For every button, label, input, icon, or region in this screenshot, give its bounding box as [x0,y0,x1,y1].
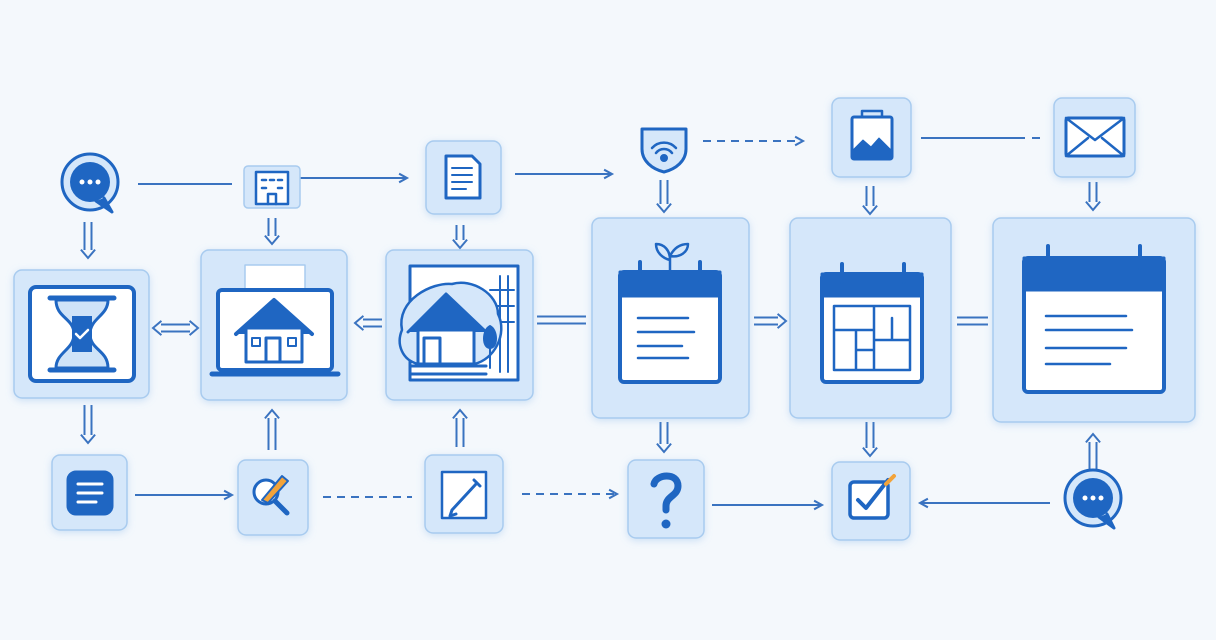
double-arrow-connector [656,180,672,214]
pen-icon [440,470,488,520]
chat-bubble-icon[interactable] [1063,468,1123,530]
arrow-connector [300,172,410,184]
arrow-connector [515,168,615,180]
hourglass-icon [28,285,136,383]
mail-icon [1064,116,1126,158]
house-laptop-icon [209,264,341,377]
double-arrow-connector [656,422,672,454]
chat-bubble-icon[interactable] [60,152,120,214]
arrow-connector [917,497,1050,509]
double-arrow-connector [754,313,788,329]
house-building-icon [398,264,520,382]
arrow-connector [522,488,620,500]
document-icon [444,154,482,200]
list-icon [66,470,114,516]
double-arrow-connector [353,315,382,331]
double-arrow-connector [862,422,878,458]
double-arrow-connector [537,315,586,325]
double-arrow-connector [862,186,878,216]
checkbox-icon [848,474,896,520]
wifi-shield-icon[interactable] [640,127,688,174]
double-arrow-connector [264,408,280,450]
connectors [80,135,1101,511]
double-arrow-connector [1085,432,1101,470]
building-icon[interactable] [243,165,301,209]
search-icon [252,475,290,516]
arrow-connector [135,489,235,501]
arrow-connector [712,499,825,511]
double-arrow-connector [452,225,468,250]
calendar-grid-icon [820,262,924,384]
double-arrow-connector [452,408,468,447]
image-icon [850,109,894,161]
calendar-notes-icon [1022,244,1166,394]
double-arrow-connector [80,222,96,260]
double-arrow-connector [264,218,280,246]
calendar-plant-icon [618,242,722,384]
arrow-connector [703,135,806,147]
double-arrow-connector [1085,182,1101,212]
double-arrow-connector [80,405,96,445]
double-arrow-connector [957,316,988,326]
question-icon [650,472,682,529]
double-arrow-connector [151,320,200,336]
